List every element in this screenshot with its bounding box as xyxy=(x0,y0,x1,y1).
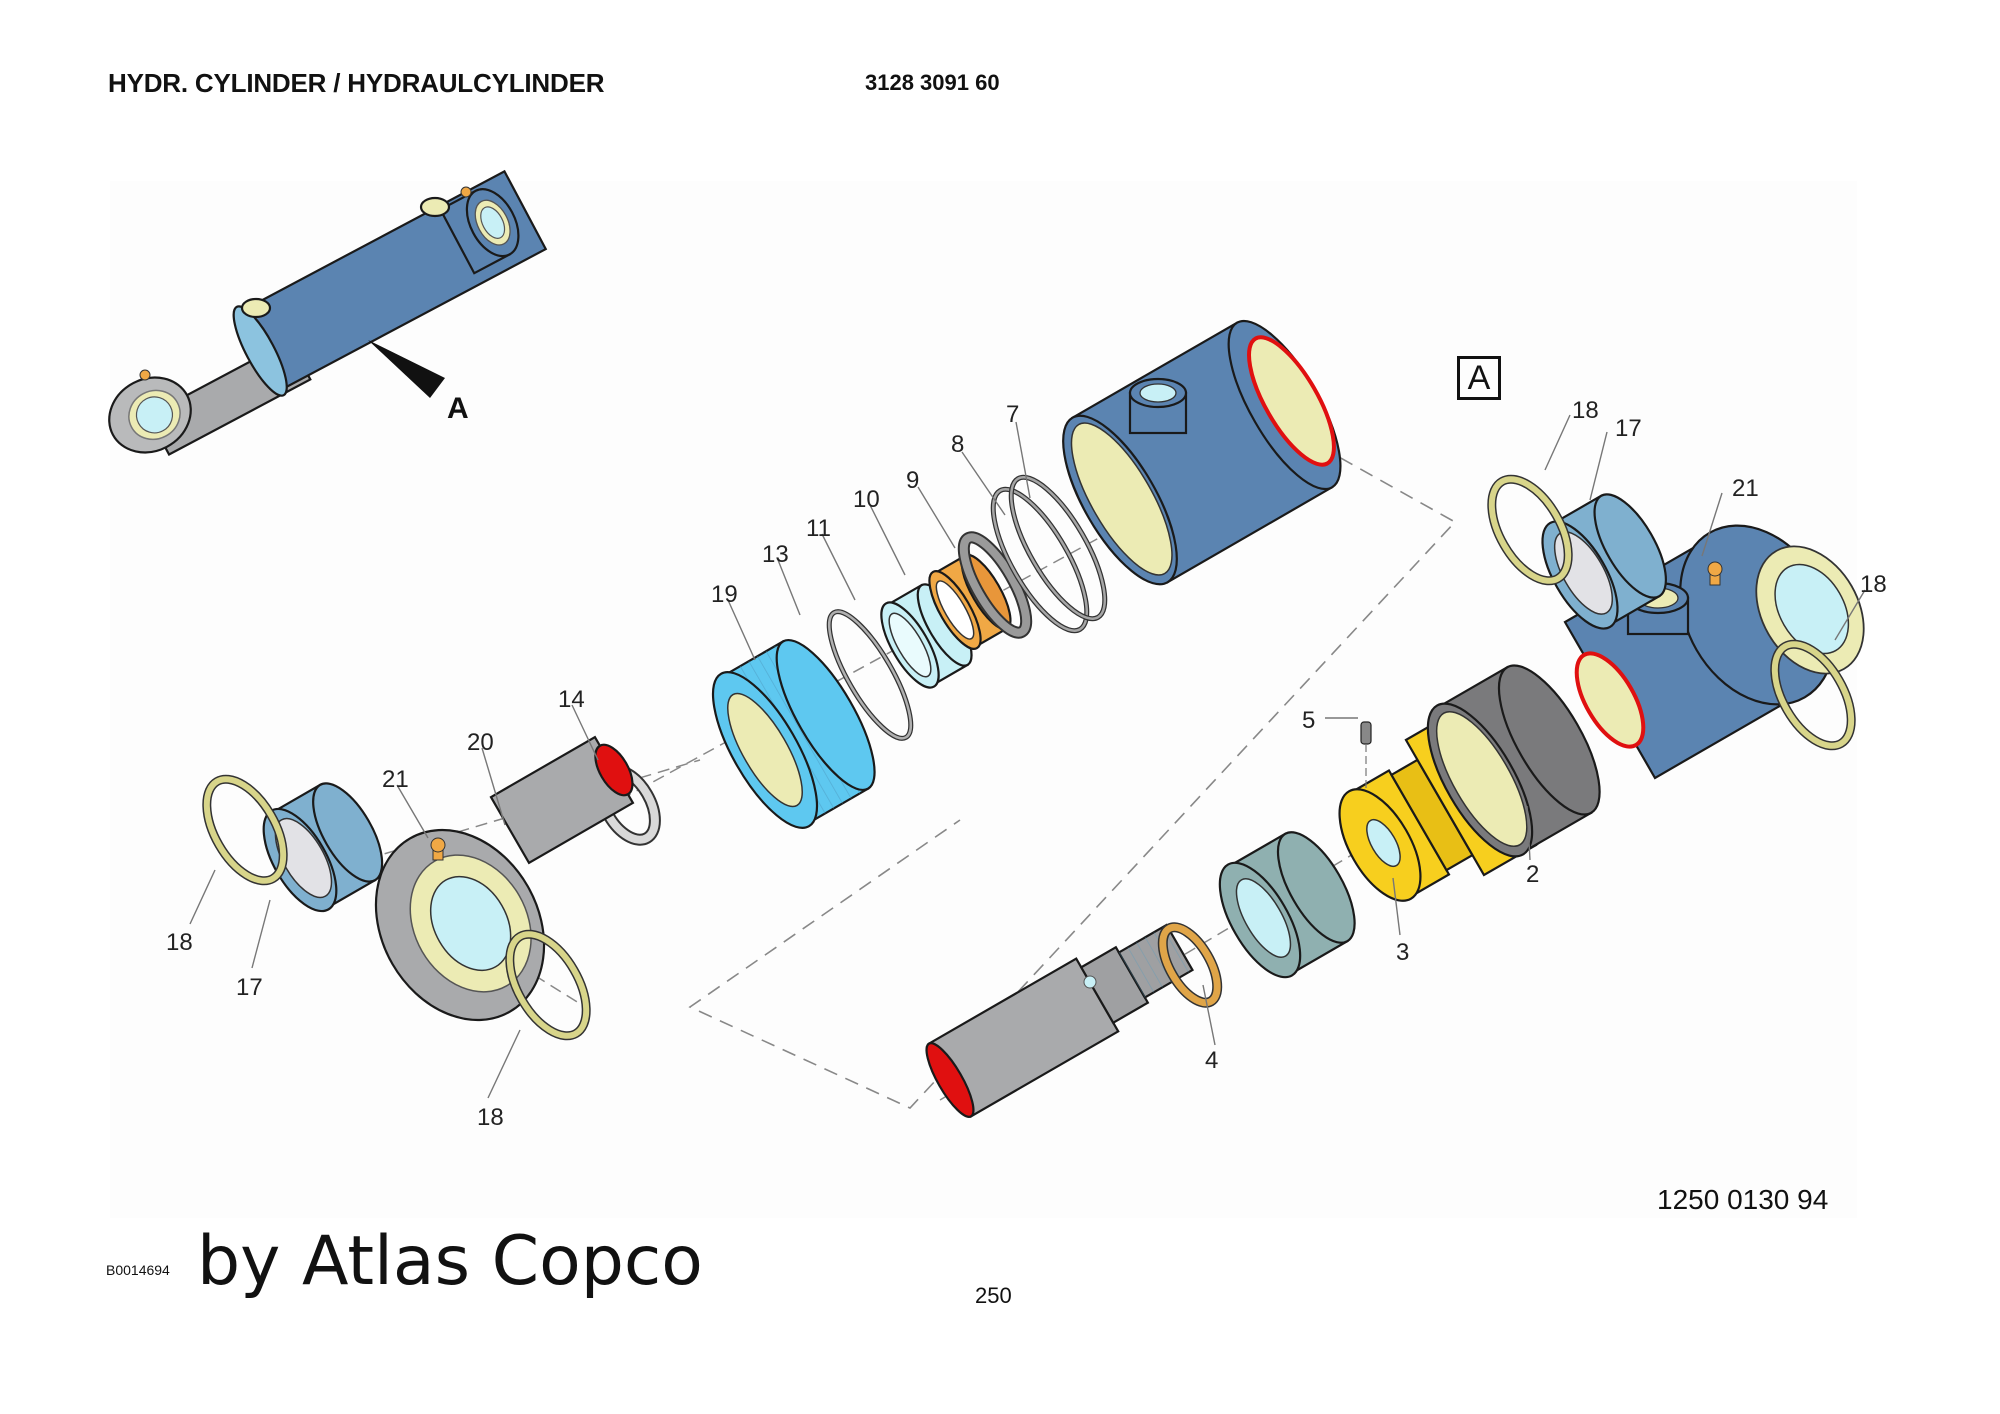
part-18-circlip-left-bottom xyxy=(505,929,591,1041)
document-code: B0014694 xyxy=(106,1262,170,1278)
callout-21-right: 21 xyxy=(1732,475,1759,502)
callout-18-right: 18 xyxy=(1860,571,1887,598)
brand-text: by Atlas Copco xyxy=(197,1222,703,1301)
part-17-bearing-left xyxy=(262,782,384,913)
callout-13: 13 xyxy=(762,541,789,568)
part-9-backup-ring xyxy=(957,531,1033,639)
part-5-set-screw xyxy=(1360,721,1372,790)
callout-14: 14 xyxy=(558,686,585,713)
callout-18-left-top: 18 xyxy=(166,929,193,956)
callout-18-left-bottom: 18 xyxy=(477,1104,504,1131)
callout-21-left: 21 xyxy=(382,766,409,793)
cylinder-barrel xyxy=(1062,319,1342,586)
part-18-circlip-right-top xyxy=(1487,474,1573,586)
callout-3: 3 xyxy=(1396,939,1409,966)
overview-cylinder xyxy=(108,169,548,457)
part-7-ring xyxy=(1008,474,1108,622)
part-11-wiper xyxy=(880,583,973,689)
callout-17-right: 17 xyxy=(1615,415,1642,442)
part-2-piston-seal xyxy=(1426,664,1601,858)
assembly-outline xyxy=(688,423,1457,1109)
overview-rod-eye xyxy=(108,376,192,454)
callout-20: 20 xyxy=(467,729,494,756)
part-18-circlip-right xyxy=(1770,639,1856,751)
page-title: HYDR. CYLINDER / HYDRAULCYLINDER xyxy=(108,68,605,98)
part-19-gland-nut xyxy=(711,638,876,829)
view-arrow xyxy=(368,340,445,398)
callout-5: 5 xyxy=(1302,707,1315,734)
callout-17-left: 17 xyxy=(236,974,263,1001)
page-number: 250 xyxy=(975,1283,1012,1308)
part-8-ring xyxy=(990,486,1090,634)
part-10-guide-ring xyxy=(928,553,1012,650)
rod-eye-head xyxy=(374,828,546,1022)
piston-bush xyxy=(1218,831,1356,979)
part-number: 3128 3091 60 xyxy=(865,70,1000,95)
part-18-circlip-left-top xyxy=(202,774,288,886)
callout-4: 4 xyxy=(1205,1047,1218,1074)
part-4-washer xyxy=(1157,922,1223,1008)
callout-2: 2 xyxy=(1526,861,1539,888)
head-eye-bore xyxy=(1755,545,1865,675)
drawing-number: 1250 0130 94 xyxy=(1657,1184,1829,1215)
part-20-rod-eye xyxy=(489,735,635,865)
barrel-port xyxy=(1128,377,1188,435)
detail-view-label: A xyxy=(1457,356,1501,400)
part-13-o-ring xyxy=(826,609,914,741)
callout-19: 19 xyxy=(711,581,738,608)
callout-18-right-top: 18 xyxy=(1572,397,1599,424)
callout-7: 7 xyxy=(1006,401,1019,428)
part-21-grease-nipple-right xyxy=(1707,561,1723,586)
callout-10: 10 xyxy=(853,486,880,513)
callout-9: 9 xyxy=(906,467,919,494)
view-arrow-label: A xyxy=(447,392,469,425)
callout-11: 11 xyxy=(806,515,831,542)
callout-8: 8 xyxy=(951,431,964,458)
leader-lines xyxy=(189,414,1866,1099)
part-21-grease-nipple-left xyxy=(430,837,446,861)
